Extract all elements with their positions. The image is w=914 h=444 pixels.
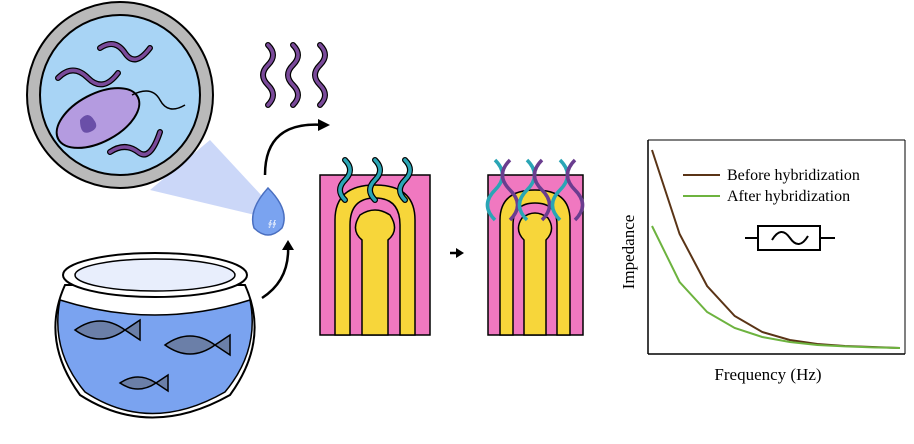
series-after-line (651, 225, 901, 349)
impedance-graph: Before hybridization After hybridization… (619, 139, 906, 384)
dna-double-helix-icon (485, 158, 520, 222)
fish-icon (118, 373, 169, 393)
legend-label-before: Before hybridization (727, 167, 860, 184)
arrow-from-bowl (261, 244, 290, 300)
fish-icon (73, 318, 141, 342)
water-droplet-icon (251, 186, 285, 236)
petri-dish (26, 1, 275, 215)
electrode-hybridized (485, 158, 585, 336)
x-axis-label: Frequency (Hz) (714, 365, 821, 384)
fish-bowl (54, 252, 256, 419)
dna-double-helix-icon (517, 158, 552, 222)
y-axis-label: Impedance (619, 215, 638, 290)
dna-double-helix-icon (550, 158, 585, 222)
magnifier-beam (150, 140, 275, 215)
droplet-label: ∮∮ (268, 219, 276, 228)
electrode-probe (319, 157, 431, 336)
arrow-to-electrode (263, 123, 326, 176)
ac-impedance-symbol-icon (745, 225, 835, 251)
legend-label-after: After hybridization (727, 188, 850, 205)
fish-icon (163, 333, 231, 357)
bacterium-icon (55, 87, 141, 149)
free-dna-strands (260, 42, 328, 108)
